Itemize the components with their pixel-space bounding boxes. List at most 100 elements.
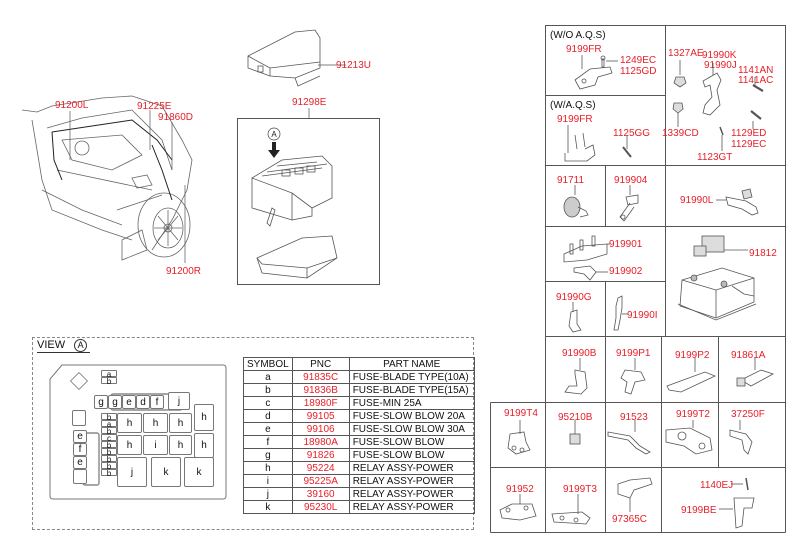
fuse-slot-a-top[interactable]: a (101, 370, 117, 379)
relay-slot-h-4[interactable]: h (117, 435, 142, 455)
fuse-slot-blank-left[interactable] (73, 469, 87, 484)
part-label-91860D[interactable]: 91860D (158, 112, 194, 123)
part-name-cell: RELAY ASSY-POWER (348, 487, 475, 501)
part-label-91200R[interactable]: 91200R (166, 266, 202, 277)
mini-fuse-b-7[interactable]: b (101, 469, 117, 478)
relay-slot-j-top[interactable]: j (168, 392, 190, 410)
part-label-1125GG[interactable]: 1125GG (613, 128, 651, 139)
part-label-37250F[interactable]: 37250F (731, 409, 765, 420)
part-label-9199T3[interactable]: 9199T3 (563, 484, 597, 495)
part-label-1129ED[interactable]: 1129ED (731, 128, 767, 139)
part-label-1129EC[interactable]: 1129EC (731, 139, 767, 150)
header-symbol: SYMBOL (243, 357, 293, 371)
pnc-link[interactable]: 18980A (291, 435, 350, 449)
part-label-1125GD[interactable]: 1125GD (620, 66, 657, 77)
part-label-95210B[interactable]: 95210B (558, 412, 593, 423)
bracket-91990I-drawing (613, 295, 628, 331)
part-label-919901[interactable]: 919901 (609, 239, 643, 250)
hardware-drawing (672, 60, 764, 151)
part-label-97365C[interactable]: 97365C (612, 514, 648, 525)
part-label-1339CD[interactable]: 1339CD (662, 128, 699, 139)
part-label-91711[interactable]: 91711 (557, 175, 585, 186)
fuse-slot-e[interactable]: e (122, 395, 136, 409)
part-label-1140EJ[interactable]: 1140EJ (700, 480, 734, 491)
part-label-1123GT[interactable]: 1123GT (697, 152, 733, 163)
part-label-91990B[interactable]: 91990B (562, 348, 597, 359)
part-label-9199P2[interactable]: 9199P2 (675, 350, 710, 361)
mini-fuse-b-6[interactable]: b (101, 462, 117, 471)
view-title-text: VIEW (37, 339, 66, 351)
mini-fuse-b-4[interactable]: b (101, 448, 117, 457)
part-label-1249EC[interactable]: 1249EC (620, 55, 657, 66)
part-label-91200L[interactable]: 91200L (55, 100, 89, 111)
part-label-91812[interactable]: 91812 (749, 248, 777, 259)
fuse-slot-e-left-2[interactable]: e (73, 456, 87, 469)
symbol-cell: k (243, 500, 293, 514)
mini-fuse-b-1[interactable]: b (101, 413, 117, 422)
parts-table-header: SYMBOL PNC PART NAME (243, 357, 475, 371)
part-label-9199BE[interactable]: 9199BE (681, 505, 717, 516)
relay-slot-i[interactable]: i (143, 435, 168, 455)
mini-fuse-b-5[interactable]: b (101, 455, 117, 464)
fuse-slot-g-2[interactable]: g (108, 395, 122, 409)
part-label-91990G[interactable]: 91990G (556, 292, 592, 303)
fuse-slot-g-1[interactable]: g (94, 395, 108, 409)
fuse-slot-empty[interactable] (72, 410, 86, 426)
part-label-91213U[interactable]: 91213U (336, 60, 372, 71)
part-label-91861A[interactable]: 91861A (731, 350, 766, 361)
part-label-91990K[interactable]: 91990K (702, 50, 737, 61)
pnc-link[interactable]: 95230L (291, 500, 350, 514)
relay-slot-h-2[interactable]: h (143, 413, 168, 433)
part-label-91523[interactable]: 91523 (620, 412, 648, 423)
part-label-91298E[interactable]: 91298E (292, 97, 327, 108)
part-label-919902[interactable]: 919902 (609, 266, 643, 277)
part-label-1141AC[interactable]: 1141AC (738, 75, 774, 86)
pnc-link[interactable]: 91836B (291, 383, 350, 397)
pnc-link[interactable]: 99106 (291, 422, 350, 436)
part-label-9199FR-w[interactable]: 9199FR (557, 114, 593, 125)
fuse-slot-b-top[interactable]: b (101, 377, 117, 386)
fuse-slot-e-left-1[interactable]: e (73, 430, 87, 443)
pnc-link[interactable]: 91835C (291, 370, 350, 384)
part-label-91990I[interactable]: 91990I (627, 310, 658, 321)
leader-cover (318, 64, 346, 66)
mini-fuse-a[interactable]: a (101, 420, 117, 429)
relay-slot-k-2[interactable]: k (184, 457, 214, 487)
pnc-link[interactable]: 91826 (291, 448, 350, 462)
part-label-91952[interactable]: 91952 (506, 484, 534, 495)
pnc-link[interactable]: 18980F (291, 396, 350, 410)
part-label-1141AN[interactable]: 1141AN (738, 65, 774, 76)
pnc-link[interactable]: 95224 (291, 461, 350, 475)
mini-fuse-b-2[interactable]: b (101, 427, 117, 436)
pnc-link[interactable]: 99105 (291, 409, 350, 423)
part-label-1327AE[interactable]: 1327AE (668, 48, 704, 59)
part-label-91990J[interactable]: 91990J (704, 60, 737, 71)
mini-fuse-b-3[interactable]: b (101, 441, 117, 450)
part-name-cell: RELAY ASSY-POWER (348, 461, 475, 475)
symbol-cell: b (243, 383, 293, 397)
fuse-slot-d[interactable]: d (136, 395, 150, 409)
junction-box-cover-drawing (247, 29, 321, 87)
header-pnc: PNC (291, 357, 350, 371)
fuse-slot-f[interactable]: f (150, 395, 164, 409)
mini-fuse-c[interactable]: c (101, 434, 117, 443)
part-label-91990L[interactable]: 91990L (680, 195, 714, 206)
relay-slot-h-right-2[interactable]: h (194, 433, 214, 458)
relay-slot-h-3[interactable]: h (169, 413, 192, 433)
relay-slot-k-1[interactable]: k (151, 457, 181, 487)
part-label-9199T2[interactable]: 9199T2 (676, 409, 710, 420)
bracket-9199FR-wo-drawing (574, 55, 618, 90)
relay-slot-h-1[interactable]: h (117, 413, 142, 433)
part-label-9199P1[interactable]: 9199P1 (616, 348, 651, 359)
part-label-9199FR-wo[interactable]: 9199FR (566, 44, 602, 55)
relay-slot-h-5[interactable]: h (169, 435, 192, 455)
relay-slot-j[interactable]: j (117, 457, 147, 487)
part-label-91225E[interactable]: 91225E (137, 101, 172, 112)
fuse-slot-f-left[interactable]: f (73, 443, 87, 456)
relay-slot-h-right-1[interactable]: h (194, 404, 214, 431)
part-label-9199T4[interactable]: 9199T4 (504, 408, 538, 419)
pnc-link[interactable]: 39160 (291, 487, 350, 501)
part-label-919904[interactable]: 919904 (614, 175, 648, 186)
pnc-link[interactable]: 95225A (291, 474, 350, 488)
